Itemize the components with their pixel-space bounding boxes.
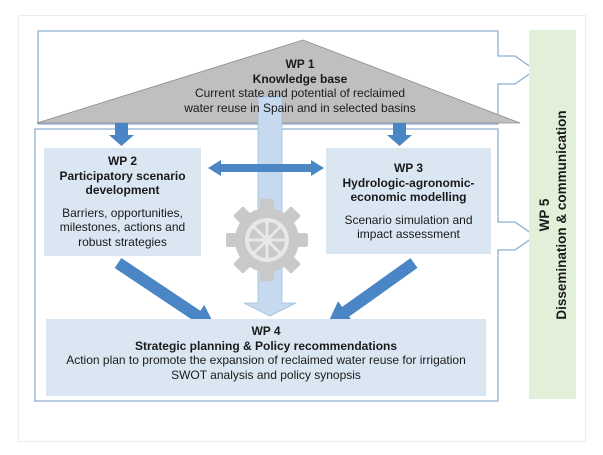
wp2-body-line2: milestones, actions and bbox=[59, 220, 186, 234]
wp4-title: WP 4 bbox=[251, 324, 281, 338]
wp1-subtitle: Knowledge base bbox=[252, 71, 348, 86]
wp3-body-line2: impact assessment bbox=[357, 227, 460, 241]
figure-frame bbox=[18, 15, 586, 442]
wp4-body-line1: Action plan to promote the expansion of … bbox=[66, 353, 466, 367]
wp3-body-line1: Scenario simulation and bbox=[344, 212, 473, 227]
wp5-title: WP 5 bbox=[536, 198, 552, 231]
wp5-subtitle: Dissemination & communication bbox=[553, 109, 569, 320]
wp2-subtitle-line2: development bbox=[85, 183, 160, 197]
wp1-line1: Current state and potential of reclaimed bbox=[194, 86, 406, 100]
wp5-label: WP 5 Dissemination & communication bbox=[536, 110, 570, 319]
wp2-title: WP 2 bbox=[107, 154, 138, 168]
wp2-box: WP 2 Participatory scenario development … bbox=[44, 148, 201, 256]
arrow-wp2-wp3-bidirectional bbox=[208, 160, 324, 176]
arrow-wp2-to-wp4 bbox=[114, 258, 217, 329]
wp2-body-line1: Barriers, opportunities, bbox=[62, 205, 183, 220]
arrow-wp1-to-wp3 bbox=[387, 123, 412, 146]
wp1-line2: water reuse in Spain and in selected bas… bbox=[184, 100, 416, 115]
wp2-subtitle-line1: Participatory scenario bbox=[59, 168, 186, 183]
wp5-box: WP 5 Dissemination & communication bbox=[529, 30, 576, 399]
wp4-body-line2: SWOT analysis and policy synopsis bbox=[171, 367, 361, 382]
wp2-body-line3: robust strategies bbox=[78, 234, 167, 249]
wp4-subtitle: Strategic planning & Policy recommendati… bbox=[134, 338, 398, 353]
gear-icon bbox=[226, 199, 308, 281]
wp3-box: WP 3 Hydrologic-agronomic- economic mode… bbox=[326, 148, 491, 254]
wp3-title: WP 3 bbox=[393, 161, 424, 175]
arrow-wp3-to-wp4 bbox=[326, 258, 418, 326]
wp3-subtitle-line2: economic modelling bbox=[350, 190, 467, 204]
wp4-box: WP 4 Strategic planning & Policy recomme… bbox=[46, 319, 486, 396]
arrow-wp1-to-wp2 bbox=[109, 123, 134, 146]
wp1-title: WP 1 bbox=[285, 57, 315, 71]
wp1-text: WP 1 Knowledge base Current state and po… bbox=[150, 57, 450, 115]
wp3-subtitle-line1: Hydrologic-agronomic- bbox=[342, 175, 475, 190]
